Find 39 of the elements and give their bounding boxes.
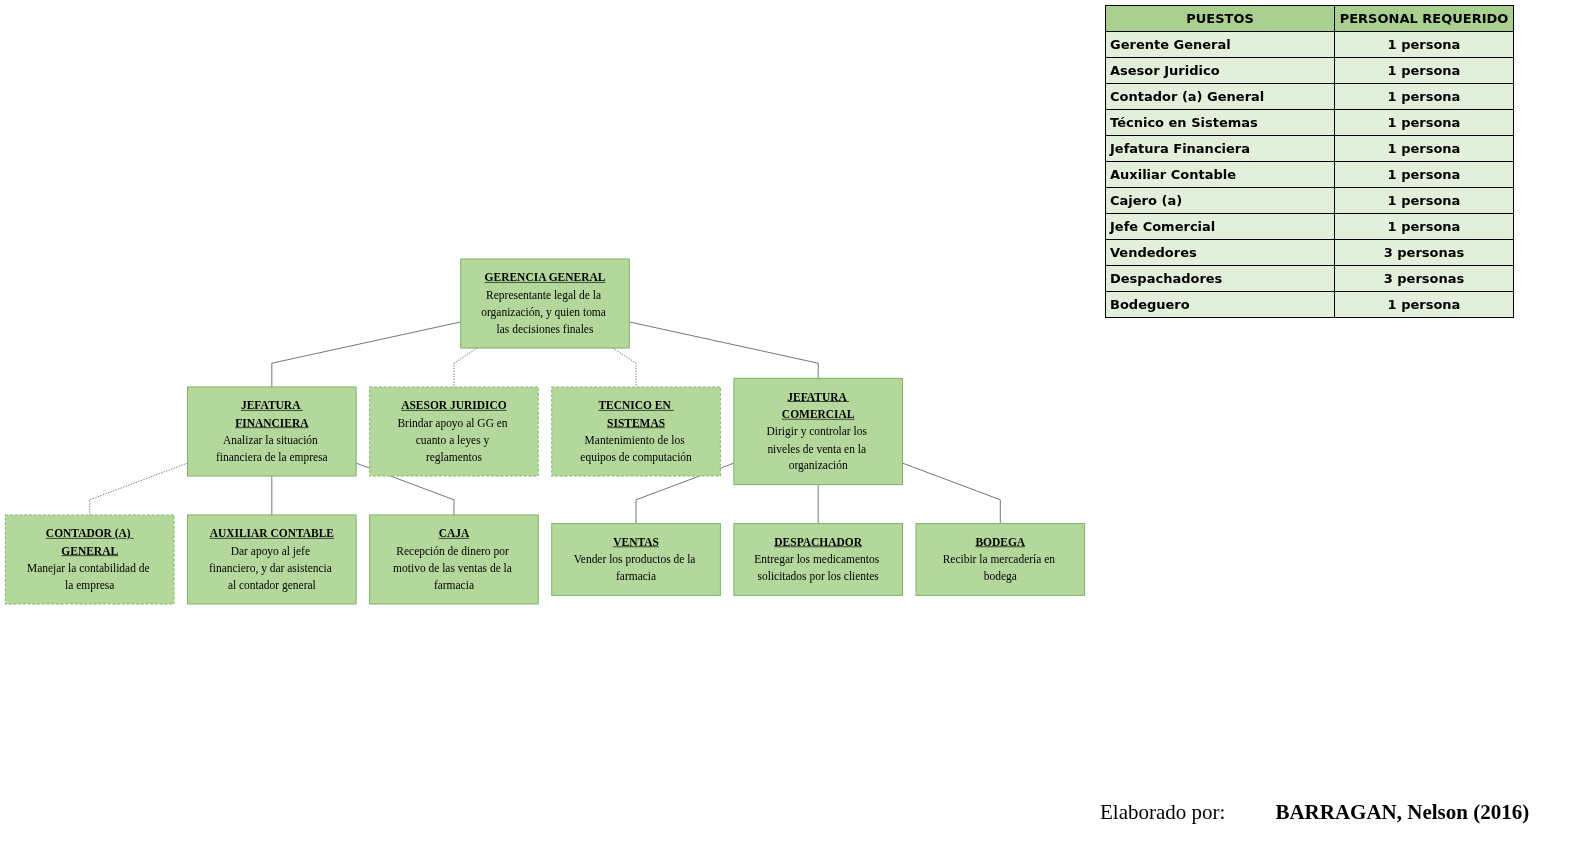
node-box: JEFATURA COMERCIAL Dirigir y controlar los niveles de venta en la organización [733,377,903,486]
table-cell: 1 persona [1334,213,1514,240]
table-cell: 1 persona [1334,161,1514,188]
table-cell: Despachadores [1105,265,1335,292]
table-cell: 1 persona [1334,291,1514,318]
node-box: ASESOR JURIDICO Brindar apoyo al GG en cuanto a leyes y reglamentos [369,386,539,477]
node-box: BODEGA Recibir la mercadería en bodega [915,523,1086,596]
table-cell: 3 personas [1334,239,1514,266]
table-cell: Jefatura Financiera [1105,135,1335,162]
node-box: AUXILIAR CONTABLE Dar apoyo al jefe financiero, y dar asistencia al contador general [187,514,357,605]
table-cell: 1 persona [1334,187,1514,214]
node-box: JEFATURA FINANCIERA Analizar la situación financiera de la empresa [187,386,357,477]
table-cell: 1 persona [1334,31,1514,58]
table-cell: Técnico en Sistemas [1105,109,1335,136]
table-cell: PERSONAL REQUERIDO [1334,5,1514,32]
table-cell: Bodeguero [1105,291,1335,318]
node-box: VENTAS Vender los productos de la farmacia [551,523,721,596]
node-box: CONTADOR (A) GENERAL Manejar la contabilidad de la empresa [4,514,175,605]
table-cell: Contador (a) General [1105,83,1335,110]
connector [89,462,188,516]
table-cell: Jefe Comercial [1105,213,1335,240]
table-cell: Auxiliar Contable [1105,161,1335,188]
node-box: CAJA Recepción de dinero por motivo de las ventas de la farmacia [369,514,539,605]
table-cell: 1 persona [1334,109,1514,136]
table-cell: Asesor Juridico [1105,57,1335,84]
table-cell: 1 persona [1334,83,1514,110]
node-box: TECNICO EN SISTEMAS Mantenimiento de los equipos de computación [551,386,721,477]
table-cell: PUESTOS [1105,5,1335,32]
table-cell: 1 persona [1334,135,1514,162]
node-box: GERENCIA GENERAL Representante legal de la organización, y quien toma las decisiones finales [460,258,630,349]
table-cell: Cajero (a) [1105,187,1335,214]
table-cell: 3 personas [1334,265,1514,292]
credit-label: Elaborado por: [1100,800,1226,824]
author-name: BARRAGAN, Nelson (2016) [1275,800,1530,824]
table-cell: 1 persona [1334,57,1514,84]
table-cell: Gerente General [1105,31,1335,58]
connector [902,462,1001,524]
table-cell: Vendedores [1105,239,1335,266]
node-box: DESPACHADOR Entregar los medicamentos solicitados por los clientes [733,523,903,596]
